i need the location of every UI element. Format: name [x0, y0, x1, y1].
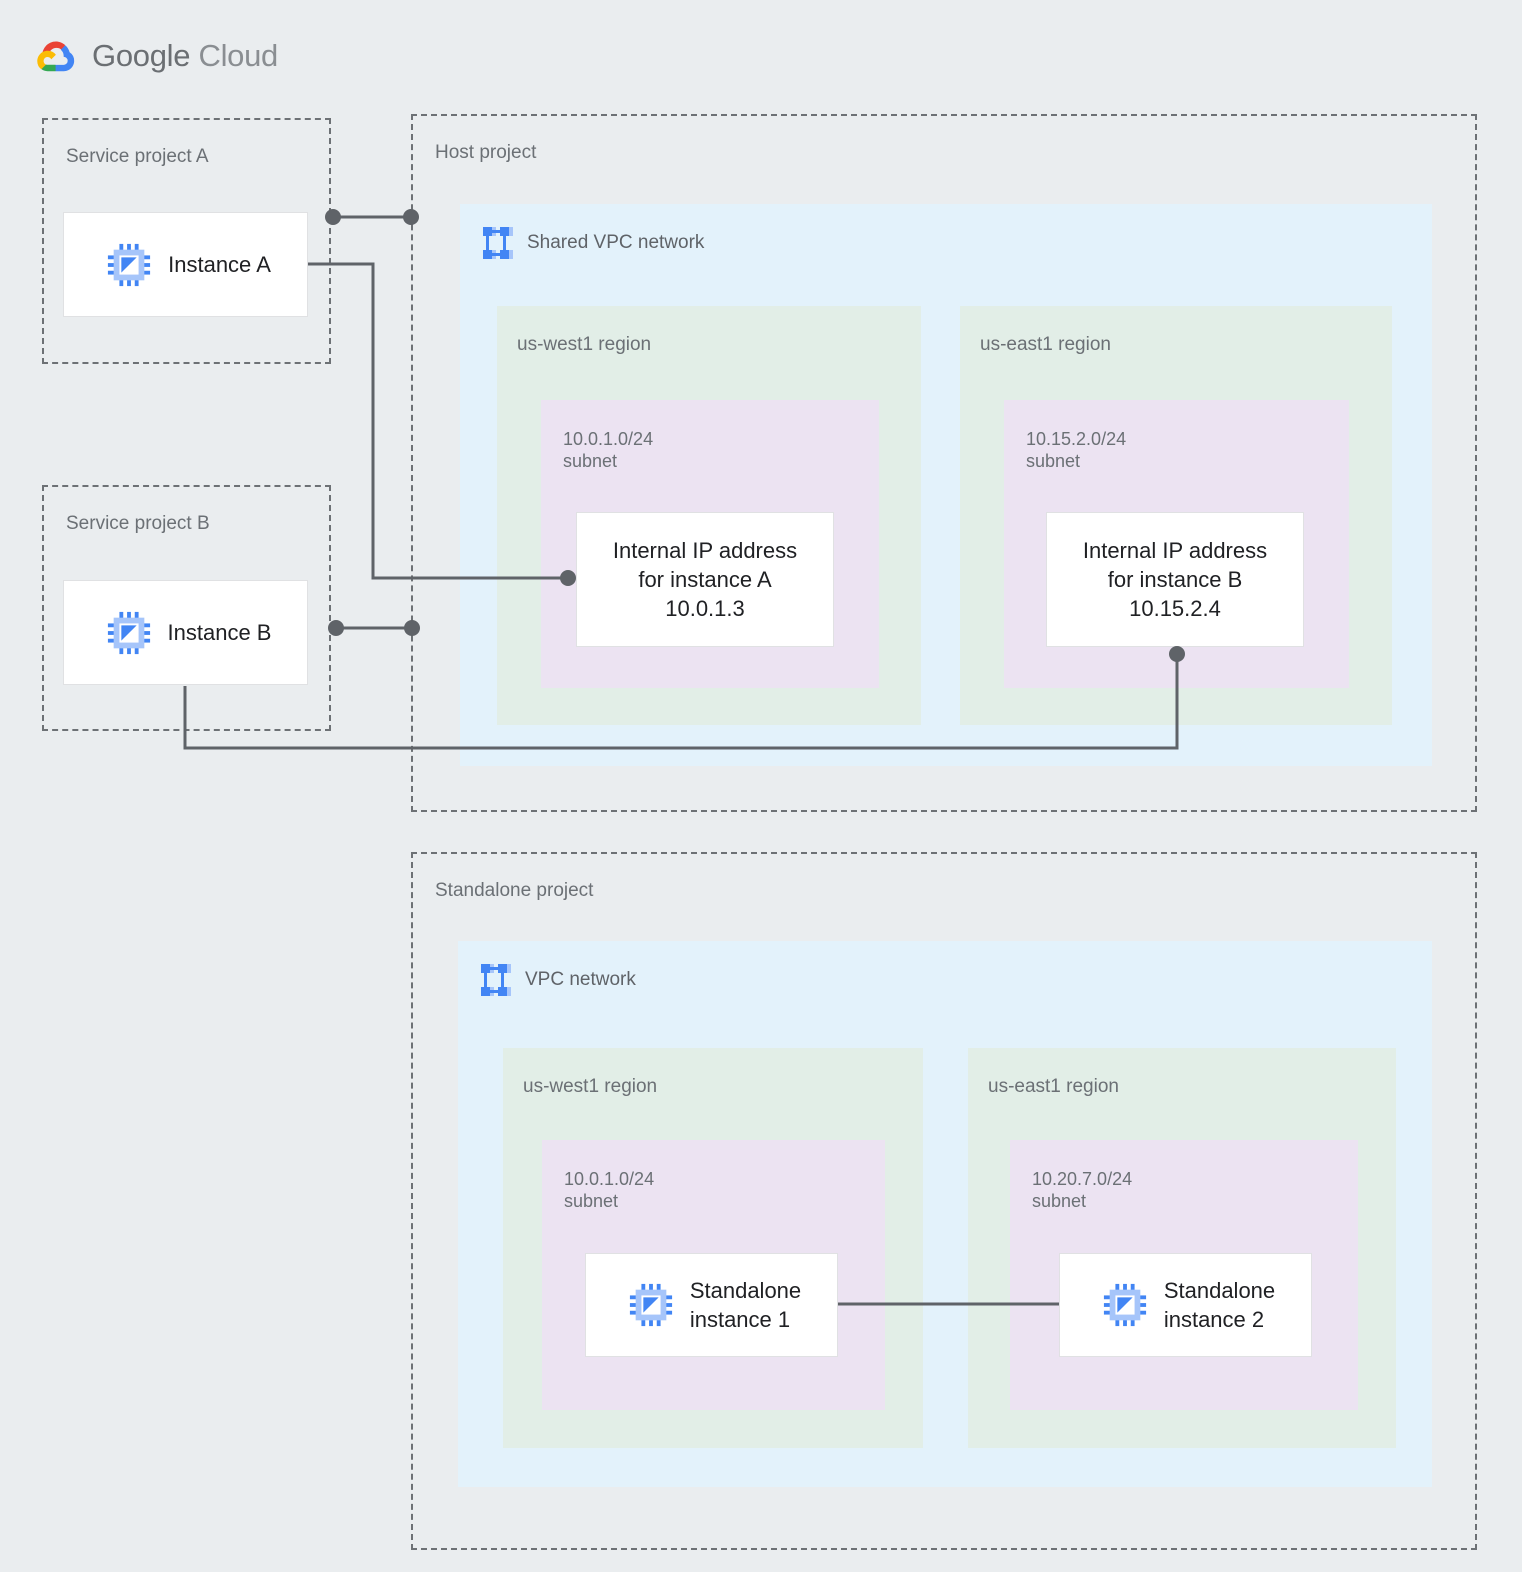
subnet-standalone-us-east1-label: 10.20.7.0/24 subnet [1032, 1169, 1133, 1211]
standalone-vpc-title: VPC network [525, 969, 636, 990]
region-standalone-us-west1-label: us-west1 region [523, 1076, 658, 1097]
project-host-label: Host project [435, 142, 537, 163]
node-standalone-instance-2[interactable]: Standalone instance 2 [1059, 1253, 1312, 1357]
vpc-network-icon [480, 226, 514, 260]
google-cloud-brand: Google Cloud [36, 38, 278, 74]
vm-instance-icon [1102, 1282, 1148, 1328]
vm-instance-icon [628, 1282, 674, 1328]
brand-google: Google [92, 38, 191, 73]
shared-vpc-header: Shared VPC network [480, 226, 704, 260]
node-standalone-instance-2-label: Standalone instance 2 [1163, 1278, 1276, 1332]
node-instance-b[interactable]: Instance B [63, 580, 308, 685]
google-cloud-logo-icon [36, 39, 78, 73]
node-instance-a[interactable]: Instance A [63, 212, 308, 317]
region-standalone-us-east1-label: us-east1 region [988, 1076, 1119, 1097]
vm-instance-icon [106, 610, 152, 656]
node-standalone-instance-1-label: Standalone instance 1 [689, 1278, 802, 1332]
region-host-us-west1-label: us-west1 region [517, 334, 652, 355]
brand-wordmark: Google Cloud [92, 38, 278, 74]
node-internal-ip-b-label: Internal IP address for instance B 10.15… [1082, 538, 1268, 621]
vm-instance-icon [106, 242, 152, 288]
subnet-host-us-east1-label: 10.15.2.0/24 subnet [1026, 429, 1127, 471]
connector-instance-a-attachment [325, 209, 419, 225]
project-service-b-label: Service project B [66, 513, 210, 534]
subnet-host-us-west1-label: 10.0.1.0/24 subnet [563, 429, 654, 471]
project-service-a-label: Service project A [66, 146, 209, 167]
node-instance-a-label: Instance A [168, 252, 271, 277]
node-internal-ip-a-label: Internal IP address for instance A 10.0.… [612, 538, 798, 621]
brand-cloud: Cloud [190, 38, 278, 73]
vpc-network-icon [478, 963, 512, 997]
subnet-standalone-us-west1-label: 10.0.1.0/24 subnet [564, 1169, 655, 1211]
shared-vpc-title: Shared VPC network [527, 232, 705, 253]
node-standalone-instance-1[interactable]: Standalone instance 1 [585, 1253, 838, 1357]
region-host-us-east1-label: us-east1 region [980, 334, 1111, 355]
connector-instance-b-attachment [328, 620, 420, 636]
node-internal-ip-b[interactable]: Internal IP address for instance B 10.15… [1046, 512, 1304, 647]
project-standalone: Standalone project [411, 852, 1477, 1550]
node-internal-ip-a[interactable]: Internal IP address for instance A 10.0.… [576, 512, 834, 647]
project-service-a: Service project A [42, 118, 331, 364]
standalone-vpc-header: VPC network [478, 963, 636, 997]
project-standalone-label: Standalone project [435, 880, 594, 901]
node-instance-b-label: Instance B [167, 620, 272, 645]
